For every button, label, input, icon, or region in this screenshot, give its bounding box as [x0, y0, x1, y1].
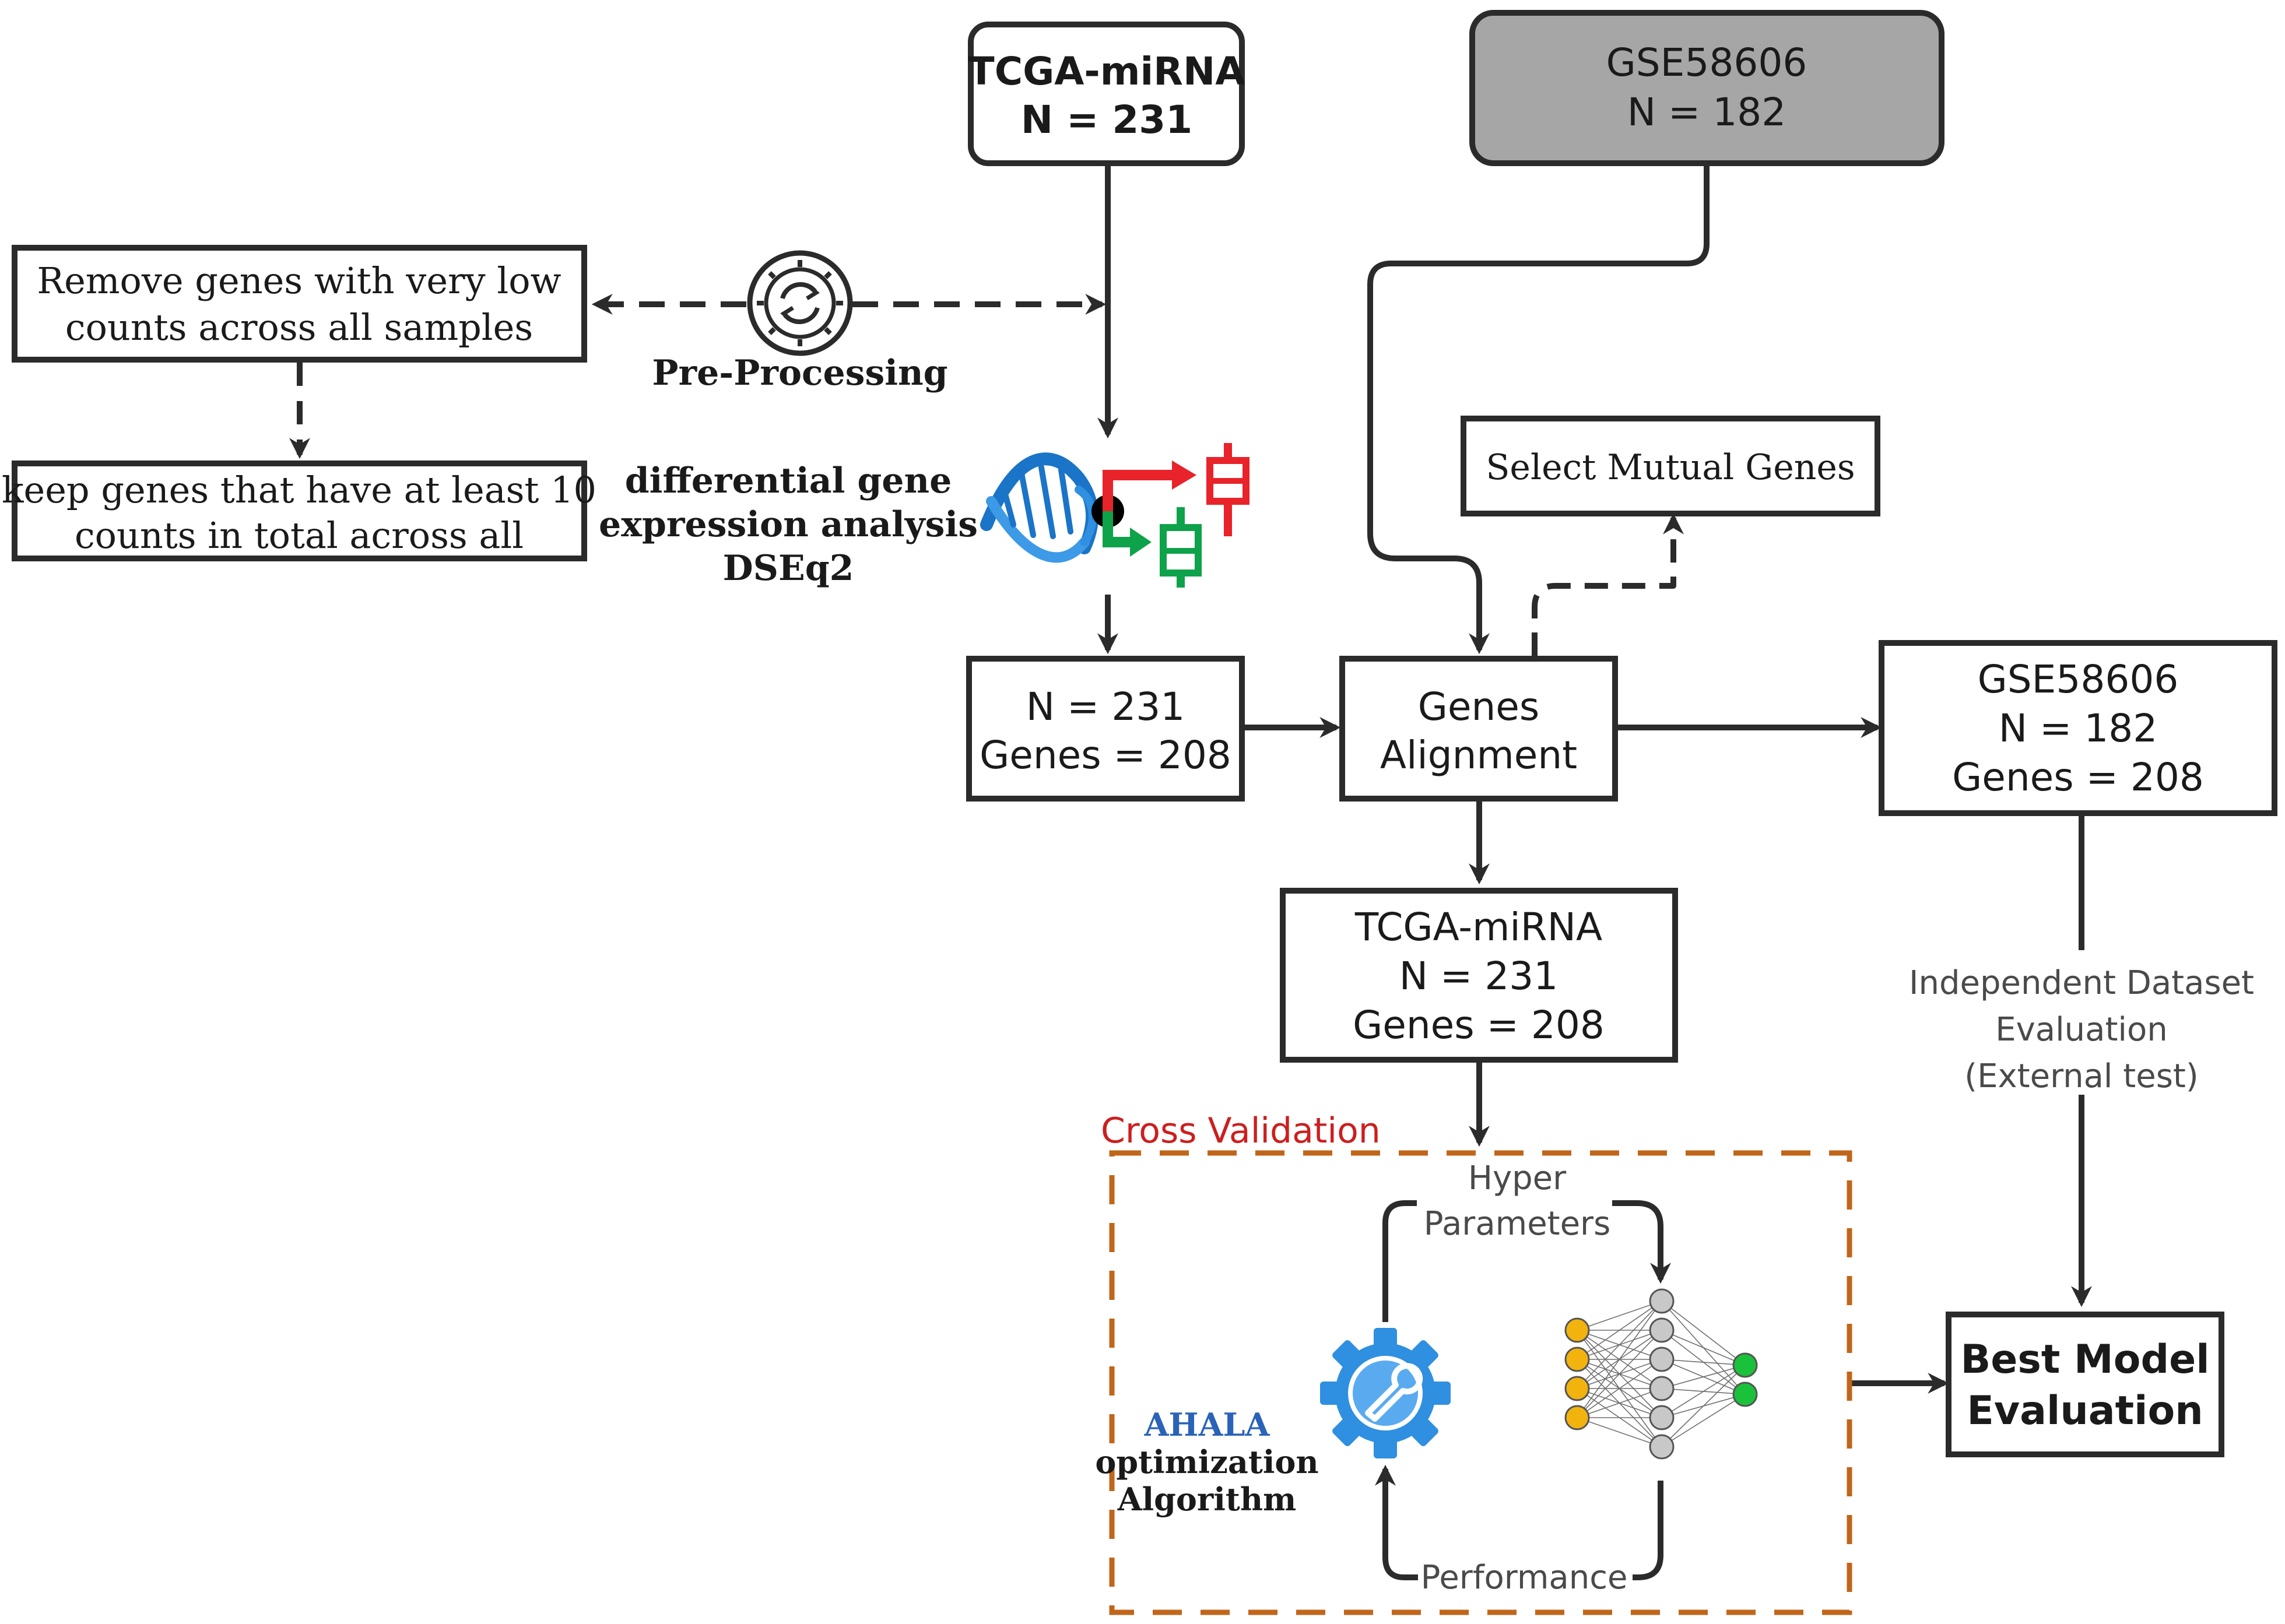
- gse-aligned-genes: Genes = 208: [1952, 755, 2204, 800]
- ahala-line3: Algorithm: [1117, 1481, 1297, 1518]
- dge-line2: expression analysis: [599, 504, 978, 545]
- best-model-line2: Evaluation: [1967, 1388, 2203, 1434]
- gse-source-box: [1469, 10, 1944, 166]
- arrow-alignment-to-mutual: [1532, 513, 1684, 656]
- gse-aligned-text: GSE58606 N = 182 Genes = 208: [1952, 657, 2204, 800]
- independent-line3: (External test): [1964, 1057, 2198, 1095]
- alignment-box: [1339, 656, 1618, 802]
- best-model-text: Best Model Evaluation: [1960, 1337, 2209, 1434]
- filtered-box: [966, 656, 1245, 802]
- dna-icon: [980, 443, 1249, 588]
- alignment-line1: Genes: [1418, 684, 1540, 729]
- tcga-aligned-count: N = 231: [1399, 954, 1559, 999]
- independent-line1: Independent Dataset: [1909, 964, 2254, 1002]
- cross-validation-label: Cross Validation: [1101, 1110, 1381, 1151]
- remove-genes-line1: Remove genes with very low: [37, 259, 561, 302]
- best-model-line1: Best Model: [1960, 1337, 2209, 1383]
- gear-wrench-icon: [1320, 1328, 1451, 1458]
- tcga-aligned-title: TCGA-miRNA: [1354, 905, 1602, 950]
- remove-genes-box: [12, 245, 587, 363]
- filtered-count: N = 231: [1026, 684, 1185, 729]
- gse-source-title: GSE58606: [1606, 40, 1807, 85]
- gse-aligned-box: [1879, 640, 2277, 816]
- gse-source-text: GSE58606 N = 182: [1606, 40, 1807, 135]
- gse-aligned-title: GSE58606: [1978, 657, 2179, 702]
- filtered-text: N = 231 Genes = 208: [980, 684, 1231, 778]
- hyper-line2: Parameters: [1424, 1205, 1611, 1243]
- alignment-text: Genes Alignment: [1380, 684, 1577, 778]
- dge-line1: differential gene: [625, 461, 952, 501]
- arrow-hyper-parameters: [1382, 1200, 1661, 1322]
- preprocessing-label: Pre-Processing: [652, 353, 947, 393]
- ahala-line1: AHALA: [1144, 1406, 1270, 1443]
- performance-label: Performance: [1421, 1559, 1628, 1597]
- gear-sync-icon: [747, 250, 853, 356]
- ahala-text: AHALA optimization Algorithm: [1095, 1406, 1318, 1518]
- remove-genes-text: Remove genes with very low counts across…: [37, 259, 561, 349]
- mutual-genes-label: Select Mutual Genes: [1486, 447, 1855, 488]
- filtered-genes: Genes = 208: [980, 733, 1231, 778]
- arrow-performance: [1385, 1469, 1663, 1580]
- best-model-box: [1946, 1312, 2224, 1457]
- keep-genes-box: [12, 461, 587, 561]
- keep-genes-line1: keep genes that have at least 10: [2, 469, 596, 511]
- tcga-source-count: N = 231: [1021, 97, 1192, 142]
- connectors: [289, 163, 2092, 1580]
- keep-genes-line2: counts in total across all: [75, 514, 524, 557]
- tcga-source-box: [968, 22, 1245, 166]
- gse-source-count: N = 182: [1627, 90, 1786, 135]
- tcga-aligned-genes: Genes = 208: [1353, 1003, 1605, 1047]
- tcga-aligned-box: [1280, 888, 1678, 1063]
- tcga-aligned-text: TCGA-miRNA N = 231 Genes = 208: [1353, 905, 1605, 1047]
- boxes: [12, 10, 2277, 1457]
- arrow-gse-to-alignment: [1367, 163, 1710, 655]
- tcga-source-text: TCGA-miRNA N = 231: [968, 49, 1245, 142]
- mutual-genes-box: [1461, 416, 1880, 516]
- ahala-line2: optimization: [1095, 1443, 1318, 1481]
- neural-network-icon: [1564, 1288, 1758, 1460]
- gse-aligned-count: N = 182: [1999, 706, 2158, 751]
- independent-text: Independent Dataset Evaluation (External…: [1909, 964, 2254, 1095]
- alignment-line2: Alignment: [1380, 733, 1577, 778]
- dge-line3: DSEq2: [723, 548, 854, 589]
- keep-genes-text: keep genes that have at least 10 counts …: [2, 469, 596, 557]
- tcga-source-title: TCGA-miRNA: [968, 49, 1245, 94]
- independent-line2: Evaluation: [1995, 1011, 2167, 1049]
- hyper-text: Hyper Parameters: [1424, 1159, 1611, 1243]
- remove-genes-line2: counts across all samples: [65, 306, 533, 349]
- dge-text: differential gene expression analysis DS…: [599, 461, 978, 589]
- cross-validation-frame: [1109, 1150, 1852, 1615]
- hyper-line1: Hyper: [1468, 1159, 1567, 1197]
